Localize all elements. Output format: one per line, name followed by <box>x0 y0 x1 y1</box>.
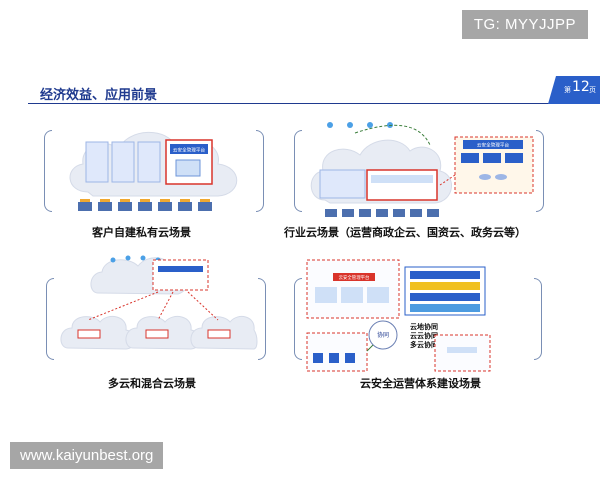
collaboration-item: 云地协同 <box>410 322 438 331</box>
panel1-bracket-left <box>44 130 52 212</box>
slide-title: 经济效益、应用前景 <box>40 88 158 103</box>
platform-layer <box>410 293 480 301</box>
watermark-bottom: www.kaiyunbest.org <box>10 442 164 469</box>
flow-arrow <box>439 174 456 186</box>
panel2-bracket-right <box>536 130 544 212</box>
platform-layer <box>410 304 480 312</box>
title-divider <box>28 103 553 104</box>
collaboration-item: 多云协同 <box>410 340 438 349</box>
page-badge-notch <box>548 76 556 104</box>
switch-row <box>325 209 439 217</box>
panel4-bracket-right <box>534 278 542 360</box>
server-rack <box>367 287 389 303</box>
private-cloud-diagram: 云安全管理平台 <box>69 131 238 211</box>
platform-module <box>461 153 479 163</box>
platform-label-bg <box>170 144 208 154</box>
security-ops-diagram: 云安全管理平台 协同 云地协同 云云协同 多云协同 <box>306 259 491 372</box>
server-rack <box>111 141 135 183</box>
page-number: 12 <box>572 79 590 95</box>
collaboration-center: 协同 <box>377 331 389 339</box>
switch-row <box>78 202 212 211</box>
database-icon <box>479 174 491 180</box>
database-icon <box>495 174 507 180</box>
panel3-bracket-left <box>46 278 54 360</box>
platform-label: 云安全管理平台 <box>477 142 510 149</box>
security-platform-box <box>207 329 231 339</box>
flow-arrow <box>157 291 174 321</box>
platform-module <box>158 266 203 272</box>
scenario-caption-industry: 行业云场景（运营商政企云、国资云、政务云等） <box>284 226 526 239</box>
building-icons <box>313 353 355 363</box>
platform-layer <box>410 271 480 279</box>
scenario-caption-secops: 云安全运营体系建设场景 <box>360 377 481 390</box>
industry-cloud-diagram: 云安全管理平台 <box>310 122 534 217</box>
platform-layer <box>410 282 480 290</box>
platform-label-bg <box>463 140 523 149</box>
flow-arrow <box>187 291 219 321</box>
security-platform-box <box>77 329 101 339</box>
page-number-badge: 第 12 页 <box>556 76 600 104</box>
page-suffix: 页 <box>589 86 596 94</box>
switch-caps <box>80 199 210 202</box>
platform-label: 云安全管理平台 <box>339 274 370 281</box>
platform-module <box>175 159 201 177</box>
platform-module <box>483 153 501 163</box>
platform-label-bg <box>333 273 375 281</box>
panel3-bracket-right <box>258 278 266 360</box>
collaboration-hub <box>368 320 398 350</box>
watermark-top: TG: MYYJJPP <box>461 10 588 39</box>
security-platform-box <box>366 169 438 201</box>
server-rack <box>137 141 161 183</box>
server-rack <box>315 287 337 303</box>
panel1-bracket-right <box>256 130 264 212</box>
platform-module <box>371 175 433 183</box>
security-platform-box <box>145 329 169 339</box>
server-rack <box>85 141 109 183</box>
page-prefix: 第 <box>564 86 571 94</box>
panel4-bracket-left <box>294 278 302 360</box>
flow-arrow <box>87 291 159 321</box>
server-rack <box>341 287 363 303</box>
flow-arrow <box>366 344 374 352</box>
server-rack <box>319 169 366 199</box>
platform-module <box>447 347 477 353</box>
scenario-caption-multicloud: 多云和混合云场景 <box>108 377 196 390</box>
panel2-bracket-left <box>294 130 302 212</box>
multi-cloud-diagram <box>60 255 258 350</box>
platform-module <box>505 153 523 163</box>
connection-link <box>354 124 431 146</box>
collaboration-item: 云云协同 <box>410 331 438 340</box>
branch-frame <box>306 332 368 372</box>
scenario-caption-private: 客户自建私有云场景 <box>92 226 191 239</box>
security-platform-box <box>152 259 209 291</box>
platform-label: 云安全管理平台 <box>173 147 206 154</box>
tenant-icons <box>327 122 393 128</box>
